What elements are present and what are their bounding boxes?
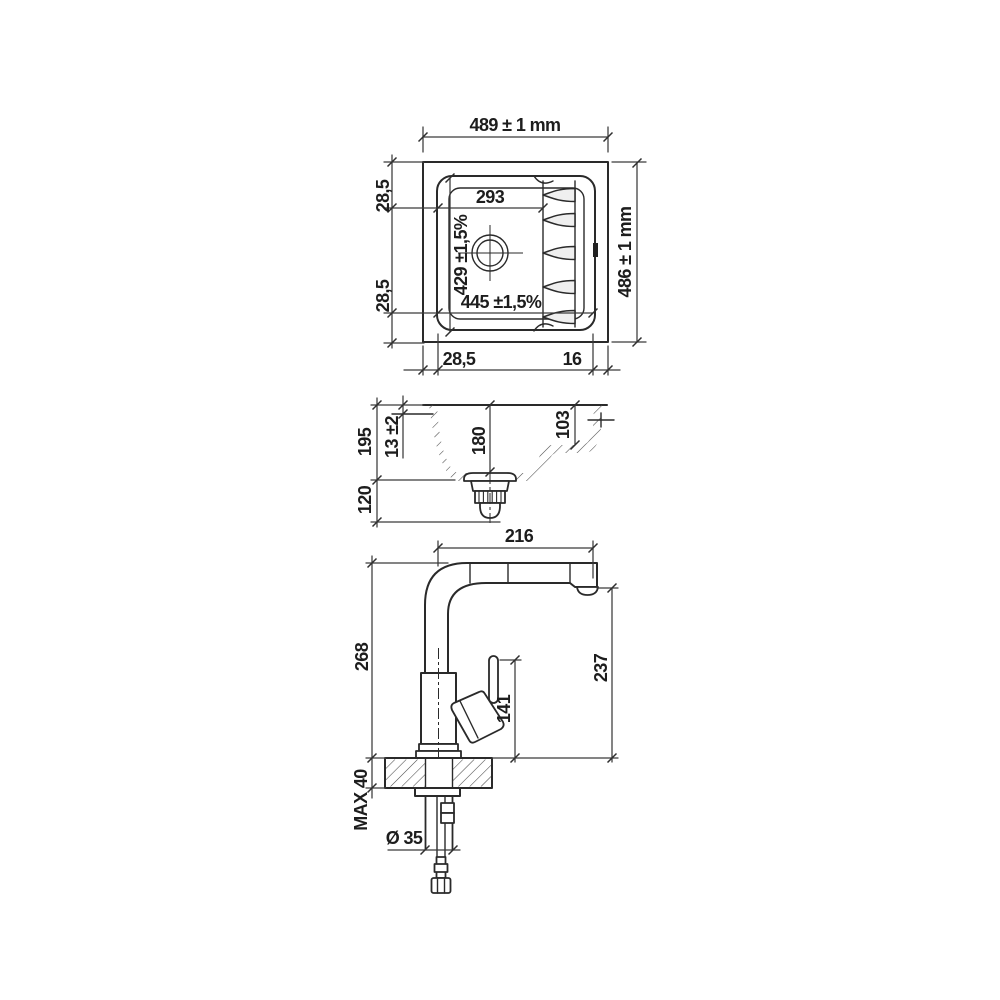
spray-head-nozzle [576, 586, 599, 596]
dim-overall-width: 489 ± 1 mm [417, 115, 614, 153]
mounting-clip [542, 309, 576, 325]
dim-label-underside-height: 120 [355, 485, 375, 514]
dim-overall-depth: 486 ± 1 mm [611, 157, 647, 348]
mounting-nut [414, 787, 461, 797]
drain-opening [458, 225, 523, 281]
dim-label-hole-diameter: Ø 35 [386, 828, 423, 848]
handle-rod [488, 655, 499, 704]
tube-clamp [440, 802, 455, 814]
mounting-clip [542, 187, 576, 203]
dim-label-total-depth: 195 [355, 427, 375, 456]
dim-label-spout-reach: 216 [505, 526, 534, 546]
channel-notch-top [533, 175, 554, 184]
dim-faucet-left: 268 MAX 40 [351, 555, 449, 831]
channel-notch-bottom [533, 323, 554, 332]
mounting-clips [542, 187, 576, 325]
dim-label-handle-height: 141 [494, 694, 514, 723]
dim-label-bowl-depth: 429 ±1,5% [451, 214, 471, 295]
handle-facet-line [459, 700, 479, 739]
drain-body [470, 480, 510, 492]
sink-outer-edge [422, 161, 609, 343]
dim-section-heights: 195 120 [355, 397, 501, 528]
dim-drainer-depth: 103 [553, 399, 581, 451]
mounting-clip [542, 212, 576, 228]
dim-hole-diameter: Ø 35 [386, 828, 461, 856]
overflow-mark [593, 243, 598, 257]
dim-label-margin-left: 28,5 [443, 349, 476, 369]
sink-bowl [448, 187, 585, 320]
dim-label-bowl-width: 293 [476, 187, 505, 207]
dim-label-overall-depth: 486 ± 1 mm [615, 207, 635, 298]
dim-label-cutout-width: 445 ±1,5% [461, 292, 542, 312]
handle-lever [450, 690, 505, 744]
faucet-spout [424, 562, 598, 674]
dim-left-margins: 28,5 28,5 [373, 154, 425, 349]
dim-spout-height: 237 [491, 582, 619, 764]
drain-nut-ribs [478, 491, 502, 503]
dim-bowl-inner-depth: 180 [469, 399, 496, 478]
dim-handle-height: 141 [494, 654, 522, 764]
section-datum-mark [587, 412, 615, 428]
dim-rim-lip: 13 ±2 [382, 395, 409, 459]
dim-cutout-width: 445 ±1,5% [383, 292, 599, 319]
tube-clamp [440, 812, 455, 824]
countertop [384, 757, 493, 789]
dim-label-total-height: 268 [352, 642, 372, 671]
faucet-view: 216 268 MAX 40 237 141 Ø 35 [351, 526, 619, 894]
drain-assembly [463, 472, 517, 523]
dim-label-overall-width: 489 ± 1 mm [470, 115, 561, 135]
dim-bowl-depth: 429 ±1,5% [444, 172, 471, 338]
dim-spout-reach: 216 [432, 526, 599, 579]
dim-label-rim-lip: 13 ±2 [382, 415, 402, 458]
mounting-clip [542, 279, 576, 295]
dim-label-margin-upper: 28,5 [373, 179, 393, 212]
mounting-bolt [430, 856, 452, 894]
dim-label-drainer-depth: 103 [553, 410, 573, 439]
clip-channel [533, 175, 598, 332]
dim-label-bowl-inner-depth: 180 [469, 426, 489, 455]
mounting-clip [542, 245, 576, 261]
dim-bottom-margins: 28,5 16 [403, 333, 621, 376]
dim-bowl-width: 293 [383, 187, 549, 214]
dim-label-margin-right: 16 [563, 349, 582, 369]
top-view: 489 ± 1 mm 486 ± 1 mm 429 ±1,5% 293 445 … [373, 115, 647, 376]
dim-label-max-deck: MAX 40 [351, 769, 371, 831]
dim-label-margin-lower: 28,5 [373, 279, 393, 312]
dim-label-spout-height: 237 [591, 653, 611, 682]
section-view: 195 120 13 ±2 180 103 [355, 395, 615, 528]
